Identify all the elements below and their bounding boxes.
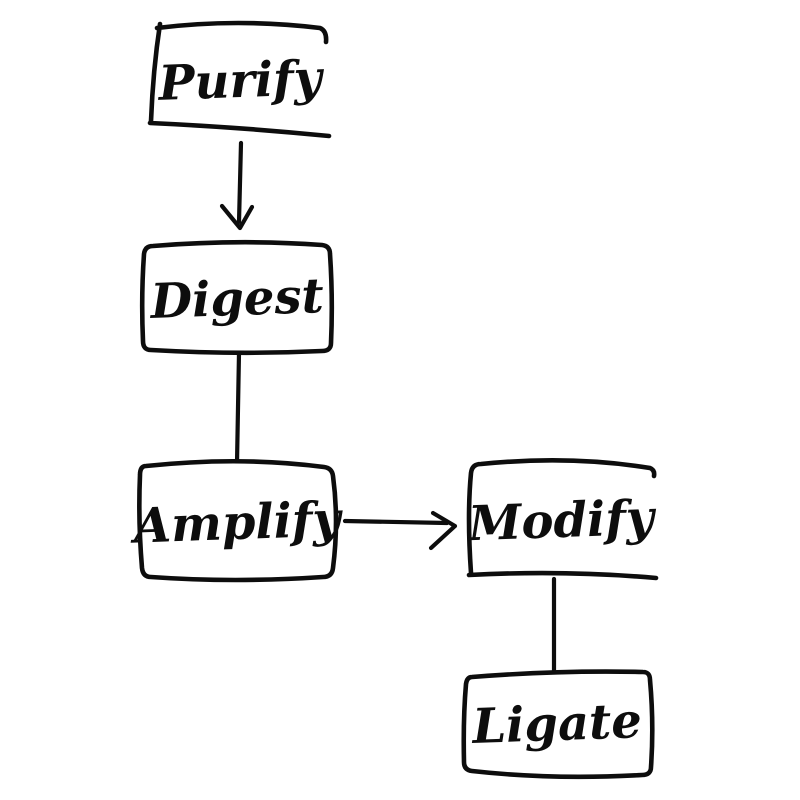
amplify-modify-arrow-shaft [342,518,450,526]
purify-box [147,20,332,139]
edge-digest-amplify [234,350,242,466]
node-ligate: Ligate [461,669,655,780]
digest-amplify-line [234,350,242,466]
node-modify: Modify [465,458,659,581]
modify-label: Modify [465,490,657,553]
purify-digest-arrow-shaft [236,140,244,225]
edge-purify-digest [219,140,255,231]
node-purify: Purify [147,20,332,139]
amplify-box [137,458,339,583]
node-amplify: Amplify [129,458,345,583]
digest-label: Digest [148,268,325,330]
ligate-box [461,669,655,780]
modify-box [466,458,659,581]
amplify-label: Amplify [129,491,345,554]
edge-amplify-modify [342,510,458,551]
purify-label: Purify [156,50,326,112]
purify-digest-arrowhead [219,203,255,231]
ligate-label: Ligate [469,693,642,755]
amplify-modify-arrowhead [428,510,458,551]
node-digest: Digest [139,239,335,356]
digest-box [139,239,335,356]
